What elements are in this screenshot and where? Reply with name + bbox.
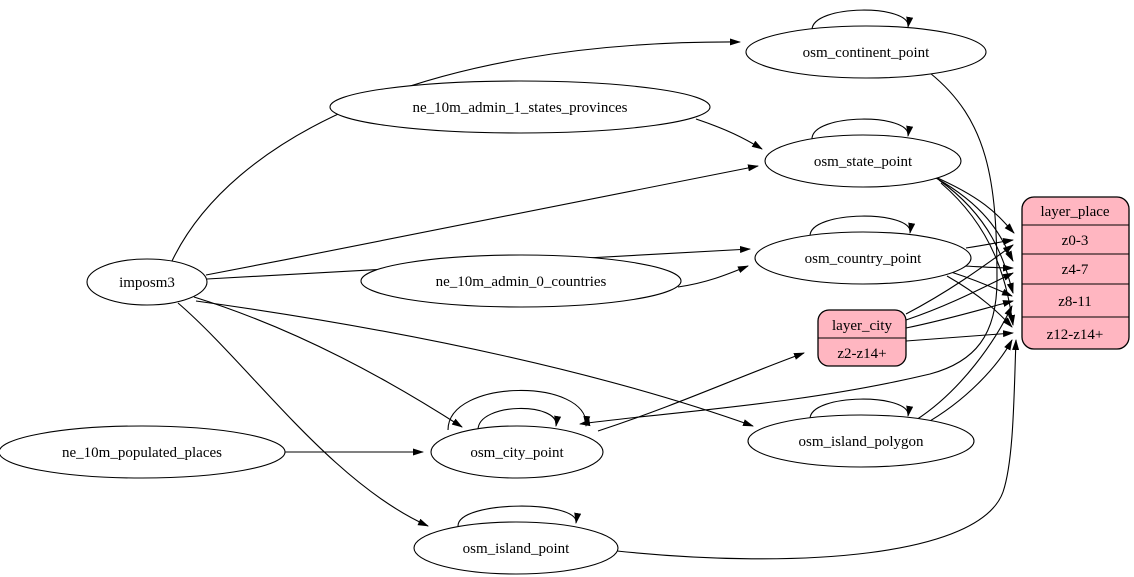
edge-imposm3-osm_state_point — [205, 164, 759, 276]
record-layer_city-title: layer_city — [832, 318, 892, 334]
edge-osm_island_polygon-layer_place-z12 — [922, 339, 1013, 426]
edge-osm_continent_point-osm_city_point — [579, 72, 998, 427]
node-imposm3-shape — [86, 258, 208, 306]
edge-layer_city-layer_place-z12 — [905, 330, 1014, 342]
edge-osm_city_point-layer_city-z2 — [597, 352, 805, 432]
node-imposm3-label: imposm3 — [119, 275, 175, 291]
edge-osm_island_polygon-layer_place-z8-11 — [915, 305, 1013, 421]
record-layer_place-shape — [1021, 196, 1130, 350]
edge-osm_state_point-layer_place-z8-11 — [938, 179, 1014, 294]
node-osm_city_point: osm_city_point — [430, 425, 604, 479]
node-ne_10m_admin_1_states_provinces-label: ne_10m_admin_1_states_provinces — [413, 100, 628, 116]
node-ne_10m_populated_places-label: ne_10m_populated_places — [62, 445, 222, 461]
edge-layer_city-layer_place-z4-7 — [905, 272, 1014, 321]
node-ne_10m_populated_places-shape — [0, 425, 286, 479]
selfloop-osm_island_point — [457, 505, 582, 527]
selfloop-osm_state_point — [811, 118, 914, 140]
node-ne_10m_admin_1_states_provinces: ne_10m_admin_1_states_provinces — [329, 80, 711, 134]
node-ne_10m_admin_0_countries-label: ne_10m_admin_0_countries — [436, 274, 607, 290]
node-osm_island_point-shape — [413, 521, 619, 575]
edge-imposm3-osm_continent_point — [171, 38, 741, 262]
edge-osm_country_point-layer_place-z12 — [946, 275, 1013, 328]
edge-ne_10m_admin_0_countries-osm_country_point — [677, 265, 749, 288]
node-osm_island_polygon-shape — [747, 414, 975, 468]
node-osm_country_point-shape — [754, 231, 972, 285]
edge-osm_state_point-layer_place-z4-7 — [935, 177, 1014, 262]
edge-layer_city-layer_place-z8-11 — [905, 300, 1014, 329]
node-osm_island_polygon-label: osm_island_polygon — [798, 434, 924, 450]
selfloop-osm_country_point — [809, 215, 916, 237]
edge-layer — [171, 9, 1020, 560]
node-osm_state_point-label: osm_state_point — [814, 154, 913, 170]
edge-imposm3-osm_island_point — [177, 302, 429, 527]
record-layer_city-row-z2-z14: z2-z14+ — [837, 346, 886, 362]
node-osm_state_point: osm_state_point — [764, 134, 962, 188]
edge-osm_island_point-layer_place-z12 — [616, 339, 1020, 560]
selfloop-osm_island_polygon — [809, 398, 914, 420]
record-layer_city: layer_city z2-z14+ — [817, 309, 907, 367]
node-osm_state_point-shape — [764, 134, 962, 188]
selfloop-osm_continent_point — [811, 9, 914, 31]
selfloop-osm_city_point-inner — [477, 407, 562, 431]
edge-layer_city-layer_place-z0-3 — [905, 244, 1014, 315]
selfloop-osm_city_point-outer — [447, 389, 591, 431]
node-ne_10m_populated_places: ne_10m_populated_places — [0, 425, 286, 479]
edge-ne_10m_admin_1_states_provinces-osm_state_point — [695, 118, 763, 150]
edge-osm_country_point-layer_place-z4-7 — [963, 264, 1014, 272]
node-osm_city_point-label: osm_city_point — [470, 445, 564, 461]
node-osm_continent_point-label: osm_continent_point — [803, 45, 930, 61]
node-osm_island_polygon: osm_island_polygon — [747, 414, 975, 468]
node-osm_continent_point-shape — [745, 25, 987, 79]
node-ne_10m_admin_0_countries: ne_10m_admin_0_countries — [360, 254, 682, 308]
record-layer_place-row-z4-7: z4-7 — [1062, 262, 1089, 278]
record-layer_place-row-z12-z14: z12-z14+ — [1047, 327, 1104, 343]
node-ne_10m_admin_1_states_provinces-shape — [329, 80, 711, 134]
node-ne_10m_admin_0_countries-shape — [360, 254, 682, 308]
node-osm_island_point-label: osm_island_point — [463, 541, 571, 557]
node-osm_city_point-shape — [430, 425, 604, 479]
record-layer_place-title: layer_place — [1040, 204, 1109, 220]
record-layer_place-row-z0-3: z0-3 — [1062, 233, 1089, 249]
record-layer_place-row-z8-11: z8-11 — [1058, 294, 1092, 310]
record-layer_place: layer_place z0-3 z4-7 z8-11 z12-z14+ — [1021, 196, 1130, 350]
edge-imposm3-osm_city_point — [193, 296, 463, 428]
node-imposm3: imposm3 — [86, 258, 208, 306]
edge-osm_state_point-layer_place-z0-3 — [932, 175, 1015, 234]
edge-osm_country_point-layer_place-z0-3 — [965, 238, 1014, 249]
edge-imposm3-osm_island_polygon — [195, 300, 754, 427]
node-osm_country_point: osm_country_point — [754, 231, 972, 285]
node-osm_country_point-label: osm_country_point — [805, 251, 922, 267]
node-osm_island_point: osm_island_point — [413, 521, 619, 575]
node-osm_continent_point: osm_continent_point — [745, 25, 987, 79]
